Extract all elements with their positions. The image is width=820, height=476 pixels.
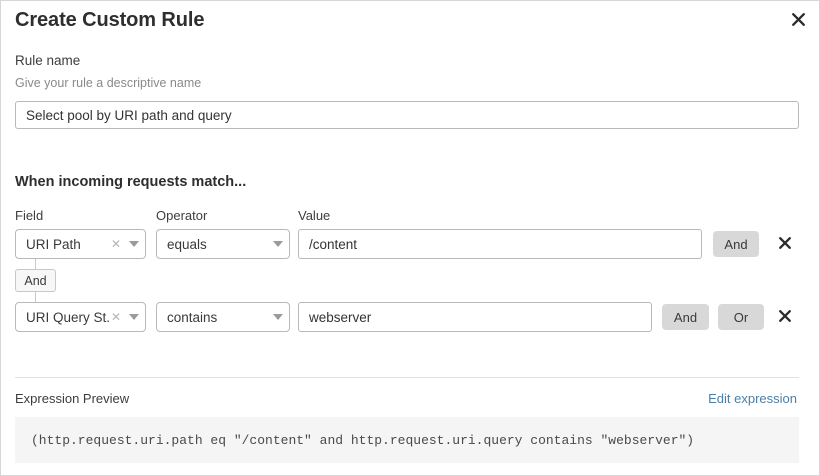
close-icon[interactable] [786, 7, 810, 31]
field-select-2-value: URI Query St... [26, 309, 109, 325]
clear-icon[interactable]: ✕ [110, 237, 121, 251]
clear-icon[interactable]: ✕ [110, 310, 121, 324]
edit-expression-link[interactable]: Edit expression [708, 391, 797, 406]
expression-preview-box: (http.request.uri.path eq "/content" and… [15, 417, 799, 463]
operator-select-1[interactable]: equals [156, 229, 290, 259]
connector-line-bottom [35, 292, 36, 302]
delete-condition-2-icon[interactable] [772, 303, 798, 329]
column-header-operator: Operator [156, 208, 208, 223]
expression-preview-text: (http.request.uri.path eq "/content" and… [31, 432, 695, 448]
operator-select-1-value: equals [167, 236, 207, 252]
delete-condition-1-icon[interactable] [772, 230, 798, 256]
condition-row: URI Path ✕ equals And [1, 229, 819, 259]
section-divider [15, 377, 799, 378]
rule-name-label: Rule name [15, 53, 81, 68]
operator-select-2[interactable]: contains [156, 302, 290, 332]
match-section-heading: When incoming requests match... [15, 174, 247, 190]
value-input-1[interactable] [298, 229, 702, 259]
chevron-down-icon[interactable] [267, 241, 289, 247]
and-button-1[interactable]: And [713, 231, 759, 257]
column-header-value: Value [298, 208, 331, 223]
chevron-down-icon[interactable] [123, 314, 145, 320]
rule-name-input[interactable] [15, 101, 799, 129]
dialog-title: Create Custom Rule [15, 9, 205, 31]
value-input-2[interactable] [298, 302, 652, 332]
rule-name-help-text: Give your rule a descriptive name [15, 76, 202, 90]
chevron-down-icon[interactable] [267, 314, 289, 320]
and-button-2[interactable]: And [662, 304, 709, 330]
connector-line-top [35, 259, 36, 269]
condition-connector: And [1, 259, 121, 305]
column-header-field: Field [15, 208, 44, 223]
connector-and-badge[interactable]: And [15, 269, 56, 292]
field-select-1[interactable]: URI Path ✕ [15, 229, 146, 259]
or-button-2[interactable]: Or [718, 304, 764, 330]
chevron-down-icon[interactable] [123, 241, 145, 247]
expression-preview-label: Expression Preview [15, 391, 130, 406]
operator-select-2-value: contains [167, 309, 218, 325]
field-select-2[interactable]: URI Query St... ✕ [15, 302, 146, 332]
field-select-1-value: URI Path [26, 236, 81, 252]
condition-row: URI Query St... ✕ contains And Or [1, 302, 819, 332]
